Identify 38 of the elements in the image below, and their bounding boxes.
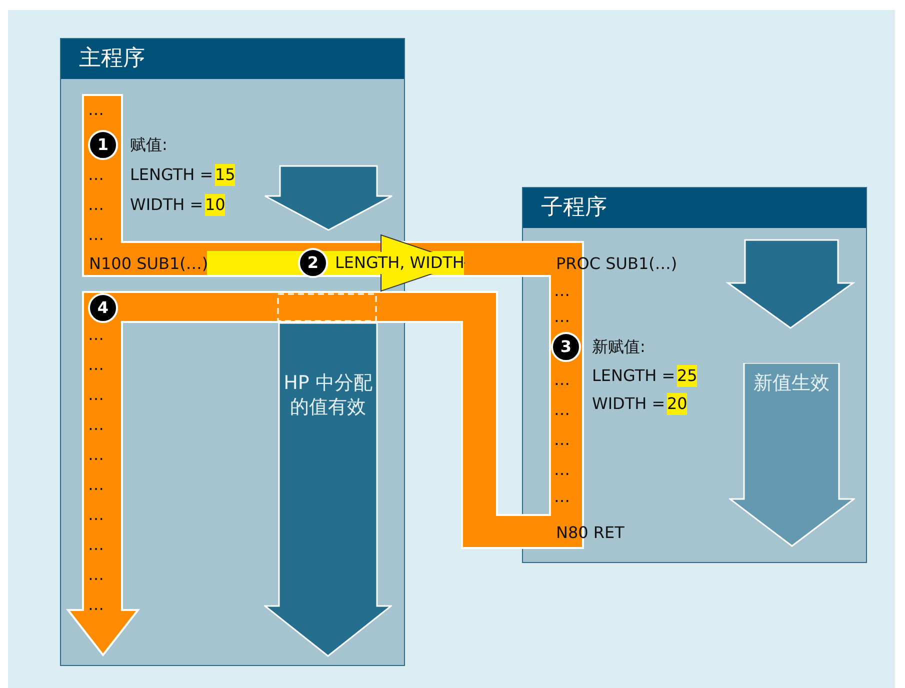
highlighted-value: 25 bbox=[677, 365, 698, 387]
code-ellipsis: … bbox=[88, 564, 105, 586]
code-ellipsis: … bbox=[554, 399, 571, 421]
code-text: LENGTH = bbox=[130, 164, 214, 186]
code-ellipsis: … bbox=[554, 459, 571, 481]
code-ellipsis: … bbox=[88, 194, 105, 216]
highlighted-value: 10 bbox=[205, 194, 226, 216]
code-ellipsis: … bbox=[88, 324, 105, 346]
code-ellipsis: … bbox=[88, 164, 105, 186]
code-ellipsis: … bbox=[88, 354, 105, 376]
code-ellipsis: … bbox=[88, 474, 105, 496]
code-ellipsis: … bbox=[554, 306, 571, 328]
panel-title: 主程序 bbox=[61, 39, 404, 79]
arrow-text: HP 中分配的值有效 bbox=[283, 371, 373, 419]
code-text: 新赋值: bbox=[592, 336, 646, 358]
parameter-arrow bbox=[207, 234, 464, 292]
code-ellipsis: … bbox=[88, 414, 105, 436]
code-line: N100 SUB1(…) bbox=[89, 253, 208, 275]
code-ellipsis: … bbox=[554, 486, 571, 508]
code-text: WIDTH = bbox=[130, 194, 204, 216]
code-text: WIDTH = bbox=[592, 393, 666, 415]
code-text: 赋值: bbox=[130, 134, 168, 156]
highlighted-value: 15 bbox=[215, 164, 236, 186]
code-ellipsis: … bbox=[88, 384, 105, 406]
code-ellipsis: … bbox=[554, 280, 571, 302]
code-ellipsis: … bbox=[88, 224, 105, 246]
highlighted-value: 20 bbox=[667, 393, 688, 415]
code-ellipsis: … bbox=[554, 429, 571, 451]
code-ellipsis: … bbox=[88, 504, 105, 526]
code-ellipsis: … bbox=[88, 99, 105, 121]
arrow-text: 新值生效 bbox=[752, 371, 830, 395]
panel-title: 子程序 bbox=[523, 188, 866, 228]
code-ellipsis: … bbox=[88, 534, 105, 556]
code-text: LENGTH = bbox=[592, 365, 676, 387]
code-ellipsis: … bbox=[554, 369, 571, 391]
code-ellipsis: … bbox=[88, 444, 105, 466]
code-ellipsis: … bbox=[88, 594, 105, 616]
edge-label: LENGTH, WIDTH bbox=[335, 252, 464, 274]
